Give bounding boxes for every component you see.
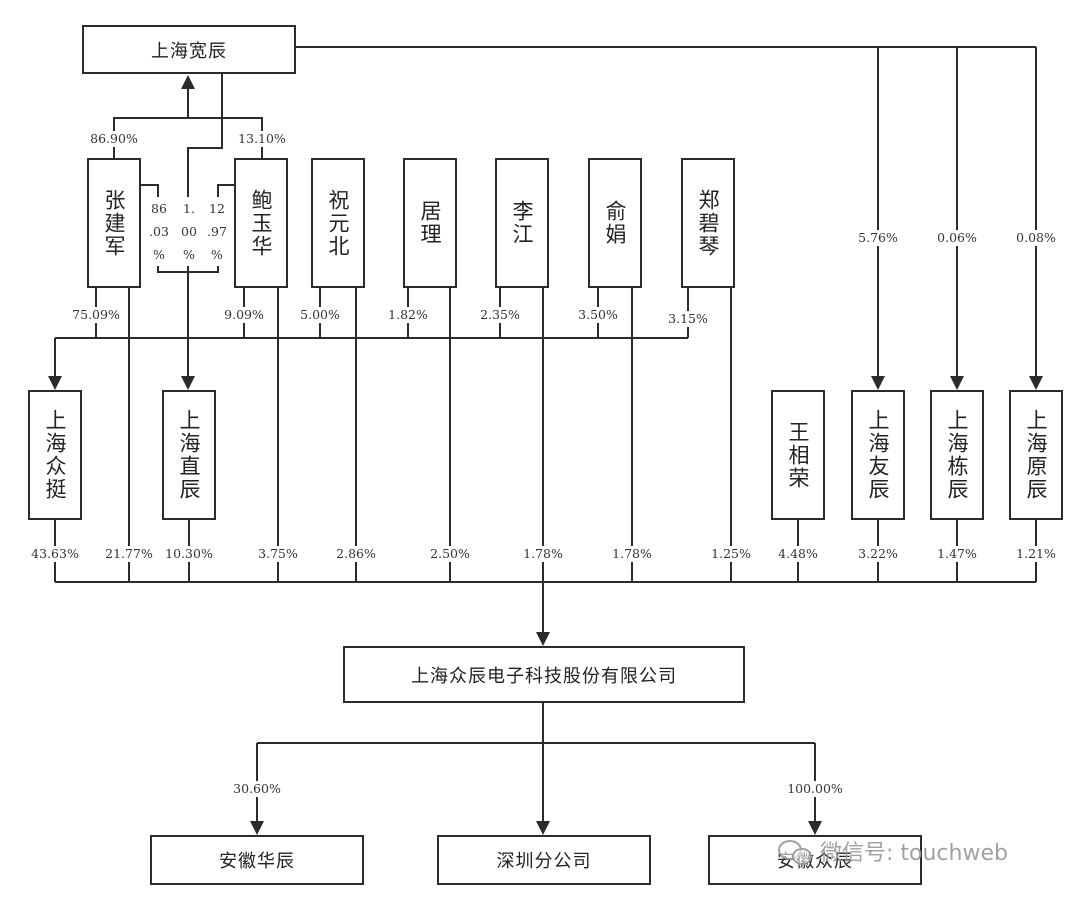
pct-zhongting-to-company: 43.63% — [29, 546, 81, 562]
pct-kuanchen-to-zhichen: 1. 00 % — [176, 197, 202, 266]
pct-yu-to-company: 1.78% — [610, 546, 654, 562]
pct-zheng-to-company: 1.25% — [709, 546, 753, 562]
pct-youchen-to-company: 3.22% — [856, 546, 900, 562]
arrow-to-zhichen — [181, 376, 195, 390]
pct-kuanchen-to-dongchen: 0.06% — [935, 230, 979, 246]
box-li-jiang: 李江 — [495, 158, 549, 288]
pct-zheng-to-zhongting: 3.15% — [666, 311, 710, 327]
box-zheng-biqin: 郑碧琴 — [681, 158, 735, 288]
arrow-to-platform-2 — [1029, 376, 1043, 390]
pct-li-to-zhongting: 2.35% — [478, 307, 522, 323]
box-zhongting: 上海众挺 — [28, 390, 82, 520]
pct-bao-to-zhichen-line1: 12 — [209, 201, 225, 216]
pct-li-to-company: 1.78% — [521, 546, 565, 562]
pct-kuanchen-to-zhichen-line3: % — [183, 247, 195, 262]
arrow-to-zhongting — [48, 376, 62, 390]
box-zhang-jianjun: 张建军 — [87, 158, 141, 288]
pct-bao-to-zhichen: 12 .97 % — [204, 197, 230, 266]
pct-kuanchen-to-youchen: 5.76% — [856, 230, 900, 246]
arrow-to-platform-1 — [950, 376, 964, 390]
arrow-to-shenzhen — [536, 821, 550, 835]
box-dongchen: 上海栋辰 — [930, 390, 984, 520]
pct-bao-to-zhichen-line2: .97 — [207, 224, 227, 239]
pct-dongchen-to-company: 1.47% — [935, 546, 979, 562]
pct-zhang-to-zhongting: 75.09% — [70, 307, 122, 323]
pct-zhichen-to-company: 10.30% — [163, 546, 215, 562]
box-anhui-zhongchen: 安徽众辰 — [708, 835, 922, 885]
pct-company-to-anhui-huachen: 30.60% — [231, 781, 283, 797]
pct-ju-to-zhongting: 1.82% — [386, 307, 430, 323]
pct-zhang-to-kuanchen: 86.90% — [88, 131, 140, 147]
pct-bao-to-zhichen-line3: % — [211, 247, 223, 262]
box-shenzhen-branch: 深圳分公司 — [437, 835, 651, 885]
box-zhu-yuanbei: 祝元北 — [311, 158, 365, 288]
pct-bao-to-zhongting: 9.09% — [222, 307, 266, 323]
pct-bao-to-kuanchen: 13.10% — [236, 131, 288, 147]
pct-zhang-to-zhichen-line3: % — [153, 247, 165, 262]
box-kuanchen: 上海宽辰 — [82, 25, 296, 74]
box-bao-yuhua: 鲍玉华 — [234, 158, 288, 288]
arrow-to-anhui-zhongchen — [808, 821, 822, 835]
arrow-to-company — [536, 632, 550, 646]
pct-wang-to-company: 4.48% — [776, 546, 820, 562]
pct-yu-to-zhongting: 3.50% — [576, 307, 620, 323]
box-youchen: 上海友辰 — [851, 390, 905, 520]
pct-zhu-to-company: 2.86% — [334, 546, 378, 562]
pct-kuanchen-to-zhichen-line2: 00 — [181, 224, 197, 239]
box-yuanchen: 上海原辰 — [1009, 390, 1063, 520]
box-anhui-huachen: 安徽华辰 — [150, 835, 364, 885]
arrow-to-platform-0 — [871, 376, 885, 390]
pct-ju-to-company: 2.50% — [428, 546, 472, 562]
pct-company-to-anhui-zhongchen: 100.00% — [785, 781, 845, 797]
pct-zhang-to-company: 21.77% — [103, 546, 155, 562]
box-zhichen: 上海直辰 — [162, 390, 216, 520]
pct-kuanchen-to-yuanchen: 0.08% — [1014, 230, 1058, 246]
box-wang-xiangrong: 王相荣 — [771, 390, 825, 520]
arrow-to-kuanchen — [181, 75, 195, 89]
pct-zhang-to-zhichen-line2: .03 — [149, 224, 169, 239]
pct-kuanchen-to-zhichen-line1: 1. — [183, 201, 195, 216]
box-company: 上海众辰电子科技股份有限公司 — [343, 646, 745, 703]
pct-yuanchen-to-company: 1.21% — [1014, 546, 1058, 562]
pct-zhang-to-zhichen: 86 .03 % — [146, 197, 172, 266]
box-ju-li: 居理 — [403, 158, 457, 288]
arrow-to-anhui-huachen — [250, 821, 264, 835]
pct-zhang-to-zhichen-line1: 86 — [151, 201, 167, 216]
box-yu-juan: 俞娟 — [588, 158, 642, 288]
pct-zhu-to-zhongting: 5.00% — [298, 307, 342, 323]
pct-bao-to-company: 3.75% — [256, 546, 300, 562]
